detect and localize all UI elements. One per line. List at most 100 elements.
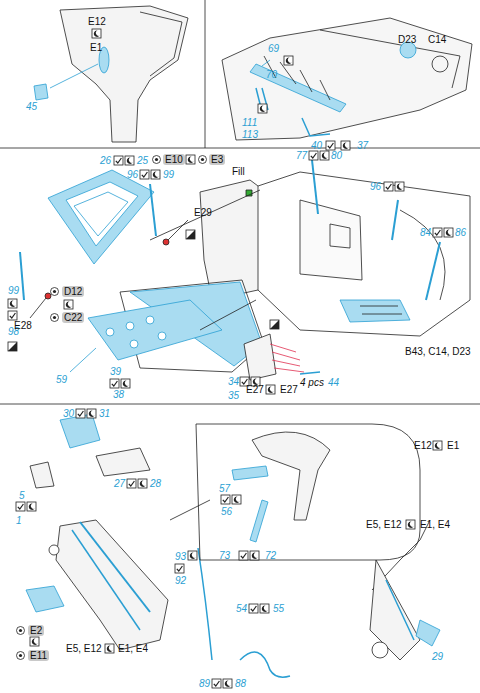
- callout-number: 96: [127, 169, 138, 180]
- spec-icon: [51, 288, 59, 296]
- spec-icon: [114, 156, 123, 165]
- callout-number: 93: [175, 551, 186, 562]
- spec-icon: [309, 151, 318, 160]
- callout-number: 37: [357, 140, 368, 151]
- part-code: E29: [194, 207, 212, 218]
- callout-number: 92: [175, 575, 186, 586]
- spec-icon: [30, 637, 39, 646]
- callout-number: 38: [113, 389, 124, 400]
- spec-icon: [186, 155, 195, 164]
- spec-icon: [266, 385, 275, 394]
- spec-icon: [87, 409, 96, 418]
- callout-number: 55: [273, 603, 284, 614]
- spec-icon: [16, 502, 25, 511]
- part-code: E28: [14, 320, 32, 331]
- spec-icon: [92, 29, 101, 38]
- callout-number: 27: [114, 478, 125, 489]
- callout-number: 113: [242, 129, 258, 140]
- spec-icon: [17, 627, 25, 635]
- spec-icon: [260, 604, 269, 613]
- spec-icon: [258, 104, 267, 113]
- callout-number: 96: [370, 181, 381, 192]
- plastic-part-code: E3: [209, 154, 225, 165]
- part-code: E1: [447, 440, 459, 451]
- spec-icon: [51, 314, 59, 322]
- spec-icon: [232, 495, 241, 504]
- spec-icon: [270, 320, 279, 329]
- callout-number: 30: [63, 408, 74, 419]
- callout-number: 34: [228, 376, 239, 387]
- callout-number: 99: [163, 169, 174, 180]
- plastic-part-code: C22: [62, 312, 84, 323]
- callout-number: 28: [150, 478, 161, 489]
- spec-icon: [212, 679, 221, 688]
- spec-icon: [444, 228, 453, 237]
- part-code: B43, C14, D23: [405, 346, 471, 357]
- spec-icon: [320, 151, 329, 160]
- note-text: 4 pcs: [300, 377, 324, 388]
- spec-icon: [8, 299, 17, 308]
- callout-number: 70: [266, 69, 277, 80]
- spec-icon: [433, 228, 442, 237]
- spec-icon: [153, 156, 161, 164]
- callout-number: 44: [328, 377, 339, 388]
- spec-icon: [125, 156, 134, 165]
- part-code: D23: [398, 34, 416, 45]
- callout-number: 80: [331, 150, 342, 161]
- spec-icon: [27, 502, 36, 511]
- callout-number: 25: [137, 155, 148, 166]
- part-code: E1, E4: [118, 643, 148, 654]
- callout-number: 73: [219, 550, 230, 561]
- control-column: [26, 414, 440, 677]
- panel-borders: [0, 0, 480, 404]
- callout-number: 5: [19, 490, 25, 501]
- spec-icon: [138, 479, 147, 488]
- callout-number: 45: [26, 101, 37, 112]
- spec-icon: [64, 300, 73, 309]
- spec-icon: [239, 551, 248, 560]
- callout-number: 40: [311, 140, 322, 151]
- spec-icon: [76, 409, 85, 418]
- plastic-part-code: E11: [28, 650, 49, 661]
- spec-icon: [127, 479, 136, 488]
- callout-number: 77: [296, 150, 307, 161]
- part-code: E27: [246, 384, 264, 395]
- spec-icon: [395, 182, 404, 191]
- callout-number: 59: [56, 374, 67, 385]
- cockpit-tub: [20, 160, 470, 380]
- callout-number: 69: [268, 43, 279, 54]
- callout-number: 26: [100, 155, 111, 166]
- callout-number: 39: [110, 366, 121, 377]
- spec-icon: [223, 679, 232, 688]
- part-code: C14: [428, 34, 446, 45]
- callout-number: 86: [455, 227, 466, 238]
- part-code: E12: [88, 16, 106, 27]
- spec-icon: [105, 644, 114, 653]
- spec-icon: [8, 342, 17, 351]
- callout-number: 88: [235, 678, 246, 689]
- plastic-part-code: E10: [163, 154, 185, 165]
- callout-number: 99: [8, 285, 19, 296]
- spec-icon: [121, 379, 130, 388]
- callout-number: 72: [265, 550, 276, 561]
- callout-number: 57: [219, 483, 230, 494]
- spec-icon: [433, 441, 442, 450]
- spec-icon: [326, 141, 335, 150]
- callout-number: 31: [99, 408, 110, 419]
- part-code: E1: [90, 42, 102, 53]
- side-panel: [222, 18, 472, 140]
- part-code: E1, E4: [420, 519, 450, 530]
- spec-icon: [384, 182, 393, 191]
- callout-number: 1: [16, 515, 22, 526]
- part-code: E12: [414, 440, 432, 451]
- callout-number: 89: [199, 678, 210, 689]
- spec-icon: [8, 311, 17, 320]
- spec-icon: [140, 170, 149, 179]
- spec-icon: [250, 551, 259, 560]
- spec-icon: [221, 495, 230, 504]
- spec-icon: [17, 652, 25, 660]
- callout-number: 29: [432, 651, 443, 662]
- spec-icon: [284, 56, 293, 65]
- part-code: Fill: [232, 166, 245, 177]
- plastic-part-code: E2: [28, 625, 44, 636]
